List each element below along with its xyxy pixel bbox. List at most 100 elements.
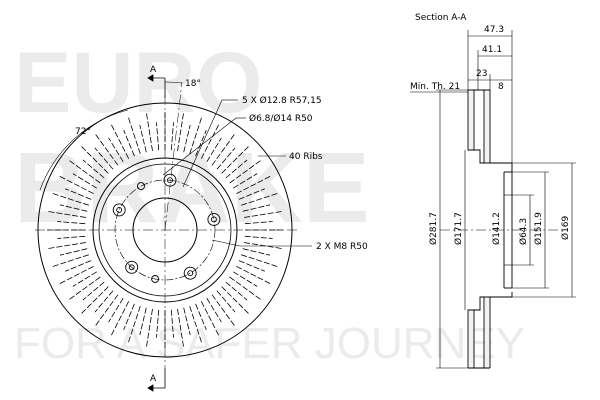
- rib-mark: [94, 147, 114, 170]
- rib-mark: [236, 265, 273, 285]
- rib-mark: [170, 309, 174, 338]
- dim-min-thickness: Min. Th. 21: [410, 82, 460, 92]
- rib-mark: [243, 210, 284, 218]
- rib-mark: [50, 254, 90, 268]
- dim-total-height: 47.3: [484, 25, 504, 35]
- rib-mark: [240, 254, 280, 268]
- section-label-bottom: A: [150, 374, 157, 384]
- bolt-holes-label: 5 X Ø12.8 R57,15: [242, 95, 322, 106]
- rib-mark: [206, 137, 222, 163]
- rib-mark: [200, 301, 220, 338]
- rib-mark: [206, 297, 222, 323]
- front-view: [35, 81, 300, 368]
- rib-mark: [195, 303, 207, 330]
- rib-mark: [57, 235, 86, 239]
- rib-mark: [229, 276, 263, 301]
- section-label-top: A: [150, 65, 157, 75]
- rib-mark: [123, 130, 135, 157]
- rib-mark: [240, 192, 280, 206]
- leader-lines: [162, 99, 312, 247]
- rib-mark: [243, 242, 284, 250]
- rib-mark: [242, 204, 271, 212]
- dim-hat-wall: 8: [498, 82, 504, 92]
- threaded-hole: [137, 182, 145, 191]
- dim-disc-thickness: 23: [476, 69, 487, 79]
- rib-mark: [200, 122, 220, 159]
- rib-mark: [195, 130, 207, 157]
- rib-mark: [145, 111, 153, 152]
- dim-hat-diameter: Ø141.2: [491, 212, 502, 245]
- rib-mark: [123, 303, 135, 330]
- rib-mark: [177, 308, 185, 349]
- rib-mark: [156, 309, 160, 338]
- bolt-hole: [207, 212, 221, 226]
- rib-mark: [238, 260, 265, 272]
- rib-mark: [50, 192, 90, 206]
- rib-mark: [94, 132, 119, 166]
- rib-mark: [139, 307, 147, 336]
- bolt-hole-inner: [187, 270, 194, 277]
- bolt-hole: [125, 260, 139, 274]
- dim-hat-height: 41.1: [482, 45, 502, 55]
- rib-mark: [82, 159, 105, 179]
- rib-mark: [211, 294, 236, 328]
- rib-mark: [232, 271, 258, 287]
- bolt-hole: [183, 266, 197, 280]
- rib-mark: [156, 122, 160, 151]
- rib-mark: [67, 159, 101, 184]
- rib-marks: [45, 110, 285, 350]
- angle-arc-72: [39, 109, 129, 191]
- rib-mark: [189, 305, 203, 345]
- rib-mark: [65, 260, 92, 272]
- rib-mark: [127, 115, 141, 155]
- rib-mark: [79, 286, 109, 316]
- section-hatch: [469, 91, 489, 367]
- rib-mark: [72, 173, 98, 189]
- section-dimensions: [410, 30, 576, 369]
- dim-outer-diameter: Ø281.7: [428, 212, 439, 245]
- ribs-label: 40 Ribs: [289, 152, 323, 162]
- angle-18-label: 18°: [185, 79, 201, 89]
- rib-mark: [221, 286, 251, 316]
- rib-mark: [59, 204, 88, 212]
- rib-mark: [221, 144, 251, 174]
- rib-mark: [127, 305, 141, 345]
- rib-mark: [236, 175, 273, 195]
- rib-mark: [229, 159, 263, 184]
- threaded-hole: [151, 275, 160, 283]
- section-marker-bottom: [147, 368, 166, 392]
- rib-mark: [46, 242, 87, 250]
- hole-axis: [164, 81, 183, 231]
- rib-mark: [145, 308, 153, 349]
- rib-mark: [94, 290, 114, 313]
- rib-mark: [110, 301, 130, 338]
- rib-mark: [189, 115, 203, 155]
- bolt-hole-inner: [210, 216, 217, 223]
- rib-mark: [65, 188, 92, 200]
- dim-inner-friction-diameter: Ø171.7: [453, 212, 464, 245]
- bolt-holes: [112, 173, 221, 283]
- rib-mark: [57, 221, 86, 225]
- rib-mark: [110, 122, 130, 159]
- rib-mark: [57, 265, 94, 285]
- dim-hat-outer: Ø169: [560, 215, 571, 240]
- rib-mark: [67, 276, 101, 301]
- small-holes-label: Ø6.8/Ø14 R50: [249, 113, 313, 124]
- rib-mark: [242, 248, 271, 256]
- rib-mark: [46, 210, 87, 218]
- rib-mark: [238, 188, 265, 200]
- rib-mark: [57, 175, 94, 195]
- rib-mark: [216, 290, 236, 313]
- watermark-line-1: EURO: [14, 35, 262, 131]
- section-title: Section A-A: [415, 13, 467, 23]
- rib-mark: [139, 124, 147, 153]
- rib-mark: [177, 111, 185, 152]
- rib-mark: [94, 294, 119, 328]
- watermark-line-3: FOR A SAFER JOURNEY: [14, 319, 525, 368]
- bolt-hole-inner: [167, 177, 173, 184]
- rib-mark: [79, 144, 109, 174]
- rib-mark: [244, 221, 273, 225]
- rib-mark: [211, 132, 236, 166]
